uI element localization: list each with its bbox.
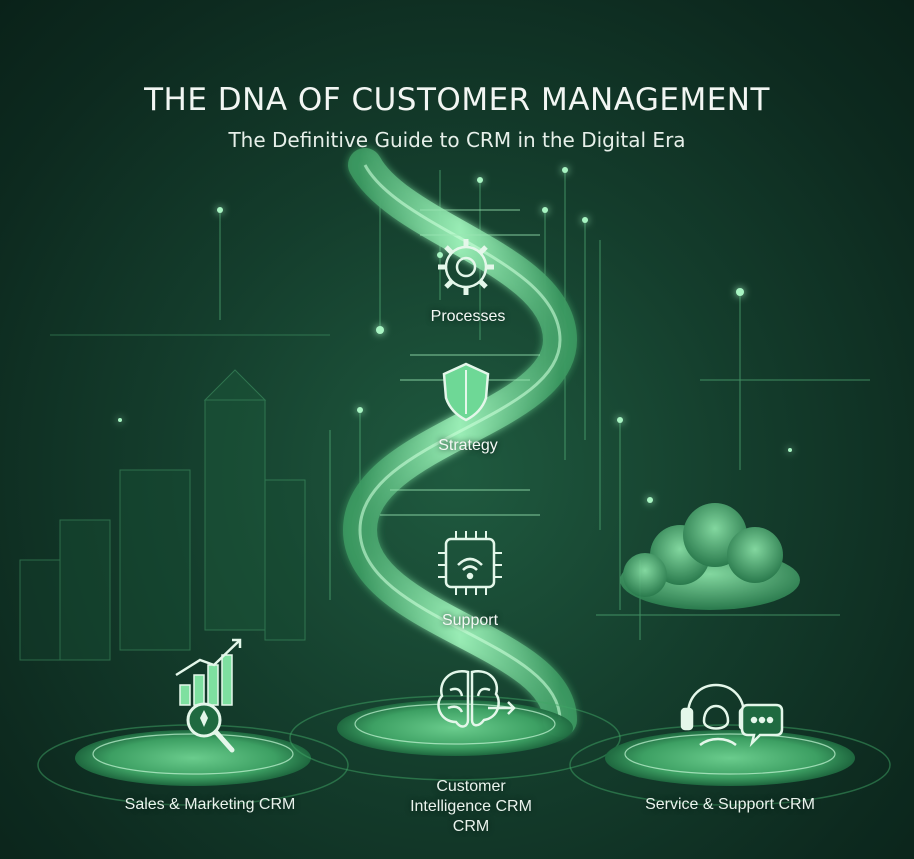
- platform-label-service: Service & Support CRM: [645, 796, 815, 813]
- platform-label-intelligence: Customer Intelligence CRM CRM: [410, 778, 532, 835]
- page-title: THE DNA OF CUSTOMER MANAGEMENT: [144, 82, 770, 118]
- helix-label-processes: Processes: [430, 308, 506, 325]
- chip-wifi-icon: [438, 531, 502, 595]
- page-subtitle: The Definitive Guide to CRM in the Digit…: [228, 128, 686, 152]
- shield-icon: [442, 362, 490, 422]
- platform-right: [569, 724, 891, 806]
- dna-helix: [342, 148, 578, 737]
- headset-chat-icon: [680, 683, 784, 748]
- chart-magnifier-icon: [175, 638, 242, 753]
- helix-label-strategy: Strategy: [438, 437, 498, 454]
- helix-rungs: [380, 209, 540, 516]
- platform-left: [37, 724, 349, 806]
- city-skyline: [19, 334, 330, 661]
- brain-icon: [437, 670, 516, 728]
- cloud-shape: [620, 503, 800, 610]
- platform-label-sales: Sales & Marketing CRM: [124, 796, 296, 813]
- glow-dots: [118, 167, 792, 503]
- platform-center: [289, 695, 621, 781]
- gear-icon: [438, 239, 494, 295]
- helix-label-support: Support: [441, 612, 499, 629]
